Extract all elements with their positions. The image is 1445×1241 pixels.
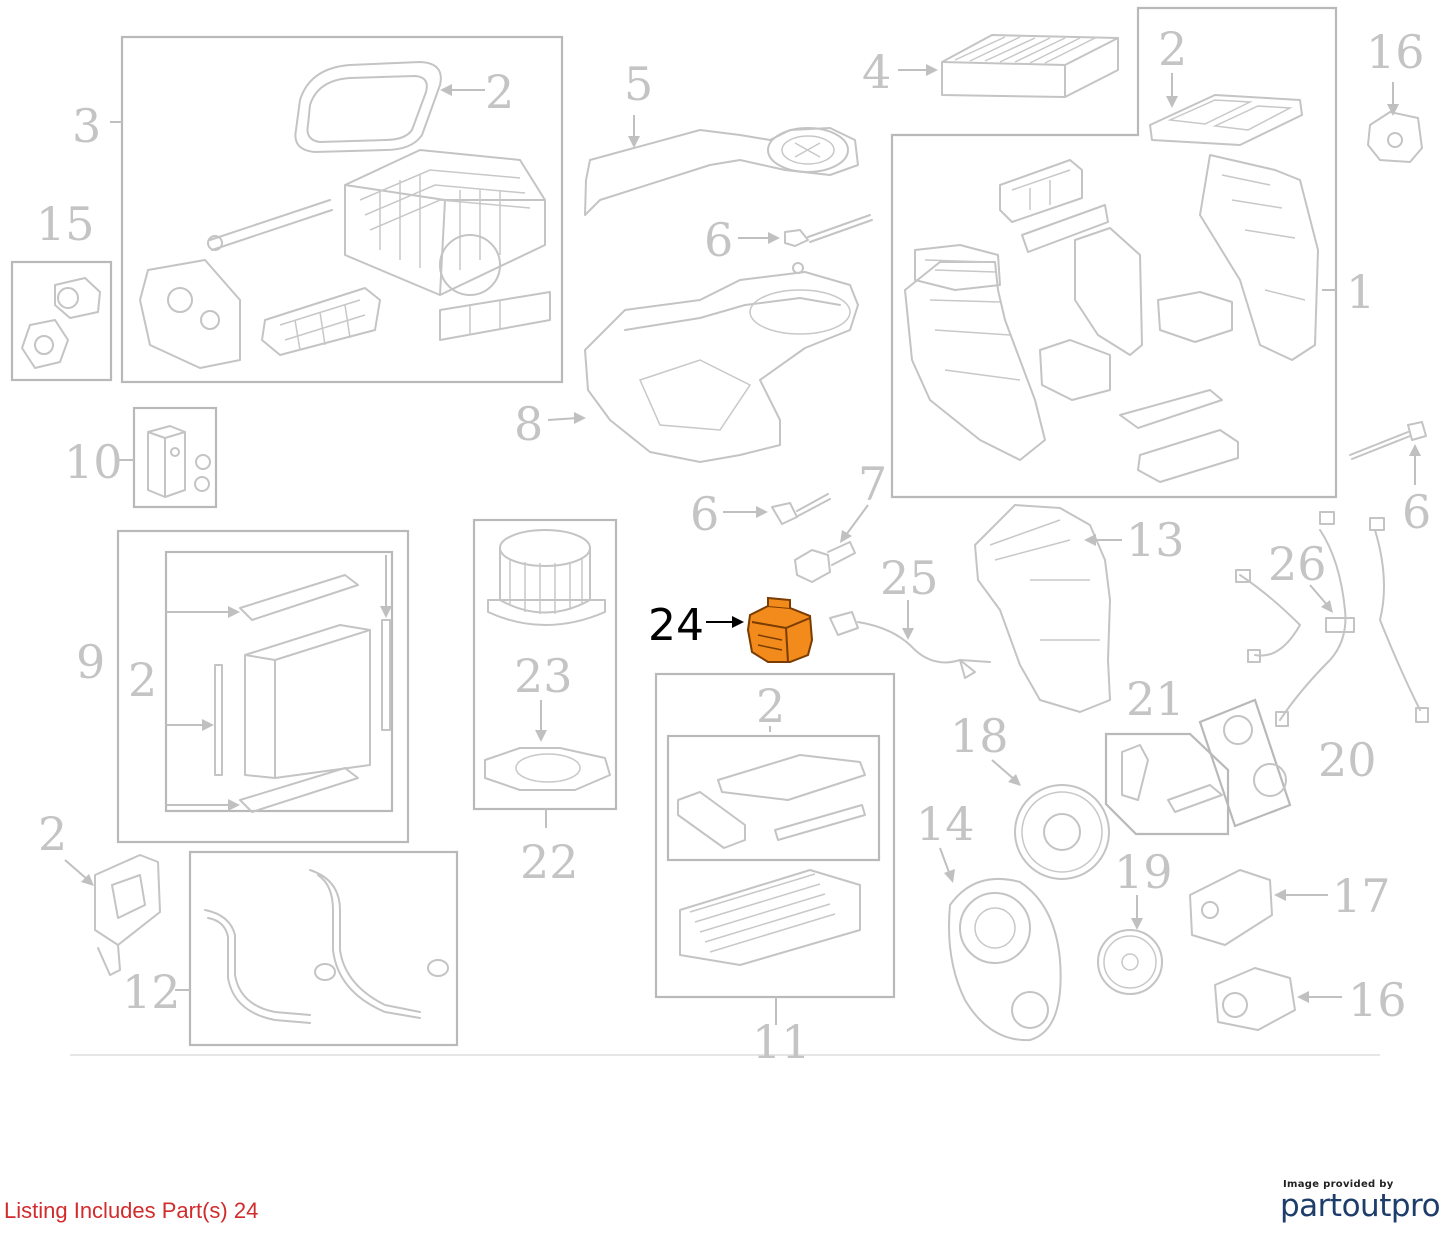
group-box-12 — [188, 850, 459, 1047]
part-7-bolt — [794, 541, 856, 583]
part-1-case — [904, 154, 1319, 483]
callout-2: 2 — [756, 679, 785, 733]
part-9-evaporator — [214, 574, 391, 813]
part-24-highlighted — [746, 596, 814, 663]
part-19-gear — [1097, 929, 1163, 995]
callout-23: 23 — [514, 649, 573, 703]
callout-17: 17 — [1332, 869, 1391, 923]
callout-4: 4 — [862, 45, 891, 99]
group-box-15 — [10, 260, 113, 382]
part-18-gear — [1014, 784, 1110, 880]
part-10-valve — [147, 425, 211, 498]
part-16-actuator-top — [1367, 111, 1423, 163]
callout-2: 2 — [128, 653, 157, 707]
callout-6: 6 — [1402, 485, 1431, 539]
group-box-9-outer — [116, 529, 410, 844]
part-15-actuator — [21, 277, 101, 369]
callout-12: 12 — [122, 965, 181, 1019]
callout-19: 19 — [1114, 845, 1173, 899]
part-17-actuator — [1189, 869, 1273, 946]
part-16-actuator-bottom — [1214, 967, 1296, 1031]
part-21-links — [1121, 744, 1223, 813]
callout-22: 22 — [520, 835, 579, 889]
callout-20: 20 — [1318, 733, 1377, 787]
callout-labels: 3 2 5 4 2 16 15 6 1 8 10 7 6 6 13 25 26 … — [36, 22, 1431, 1069]
part-13-housing — [974, 504, 1111, 713]
callout-24-highlighted: 24 — [648, 600, 704, 651]
group-box-10 — [132, 406, 218, 509]
part-6-screw-a — [784, 214, 873, 247]
part-6-screw-b — [771, 493, 831, 525]
part-2-grille-left — [94, 854, 161, 976]
callout-8: 8 — [514, 397, 543, 451]
callout-15: 15 — [36, 197, 95, 251]
callout-1: 1 — [1346, 265, 1375, 319]
part-25-harness — [829, 611, 991, 679]
callout-7: 7 — [858, 457, 887, 511]
part-4-filter — [941, 34, 1119, 98]
part-8-blower-housing — [584, 262, 859, 463]
callout-6: 6 — [690, 487, 719, 541]
callout-14: 14 — [916, 797, 975, 851]
callout-2: 2 — [1158, 22, 1187, 76]
listing-note: Listing Includes Part(s) 24 — [4, 1198, 259, 1223]
part-3-assembly — [139, 61, 551, 369]
callout-26: 26 — [1268, 537, 1327, 591]
group-box-11-inner — [666, 734, 881, 862]
callout-10: 10 — [64, 435, 123, 489]
part-5-duct — [584, 127, 859, 216]
part-12-ac-lines — [204, 869, 449, 1024]
part-26-harness — [1235, 511, 1429, 727]
callout-3: 3 — [72, 99, 101, 153]
callout-11: 11 — [752, 1015, 811, 1069]
callout-5: 5 — [624, 57, 653, 111]
callout-2: 2 — [38, 807, 67, 861]
part-11-heater-core — [677, 754, 866, 966]
callout-13: 13 — [1126, 513, 1185, 567]
group-box-20 — [1198, 698, 1292, 828]
callout-18: 18 — [950, 709, 1009, 763]
part-23-blower-motor — [484, 529, 611, 791]
group-box-1 — [890, 6, 1338, 499]
group-box-21 — [1104, 732, 1230, 836]
callout-6: 6 — [704, 213, 733, 267]
group-box-9-inner — [164, 550, 394, 813]
callout-arrows — [64, 64, 1421, 1025]
callout-25: 25 — [880, 551, 939, 605]
part-14-cover — [948, 878, 1062, 1042]
part-2-grille-top — [1149, 94, 1303, 146]
group-box-3 — [120, 35, 564, 384]
image-credit-caption: Image provided by — [1283, 1179, 1394, 1190]
partoutpro-logo: partoutpro — [1280, 1188, 1441, 1224]
callout-9: 9 — [76, 635, 105, 689]
callout-16: 16 — [1348, 973, 1407, 1027]
callout-2: 2 — [485, 65, 514, 119]
part-20-gears — [1223, 715, 1287, 797]
callout-16: 16 — [1366, 25, 1425, 79]
callout-21: 21 — [1126, 672, 1185, 726]
part-6-screw-c — [1349, 421, 1427, 460]
